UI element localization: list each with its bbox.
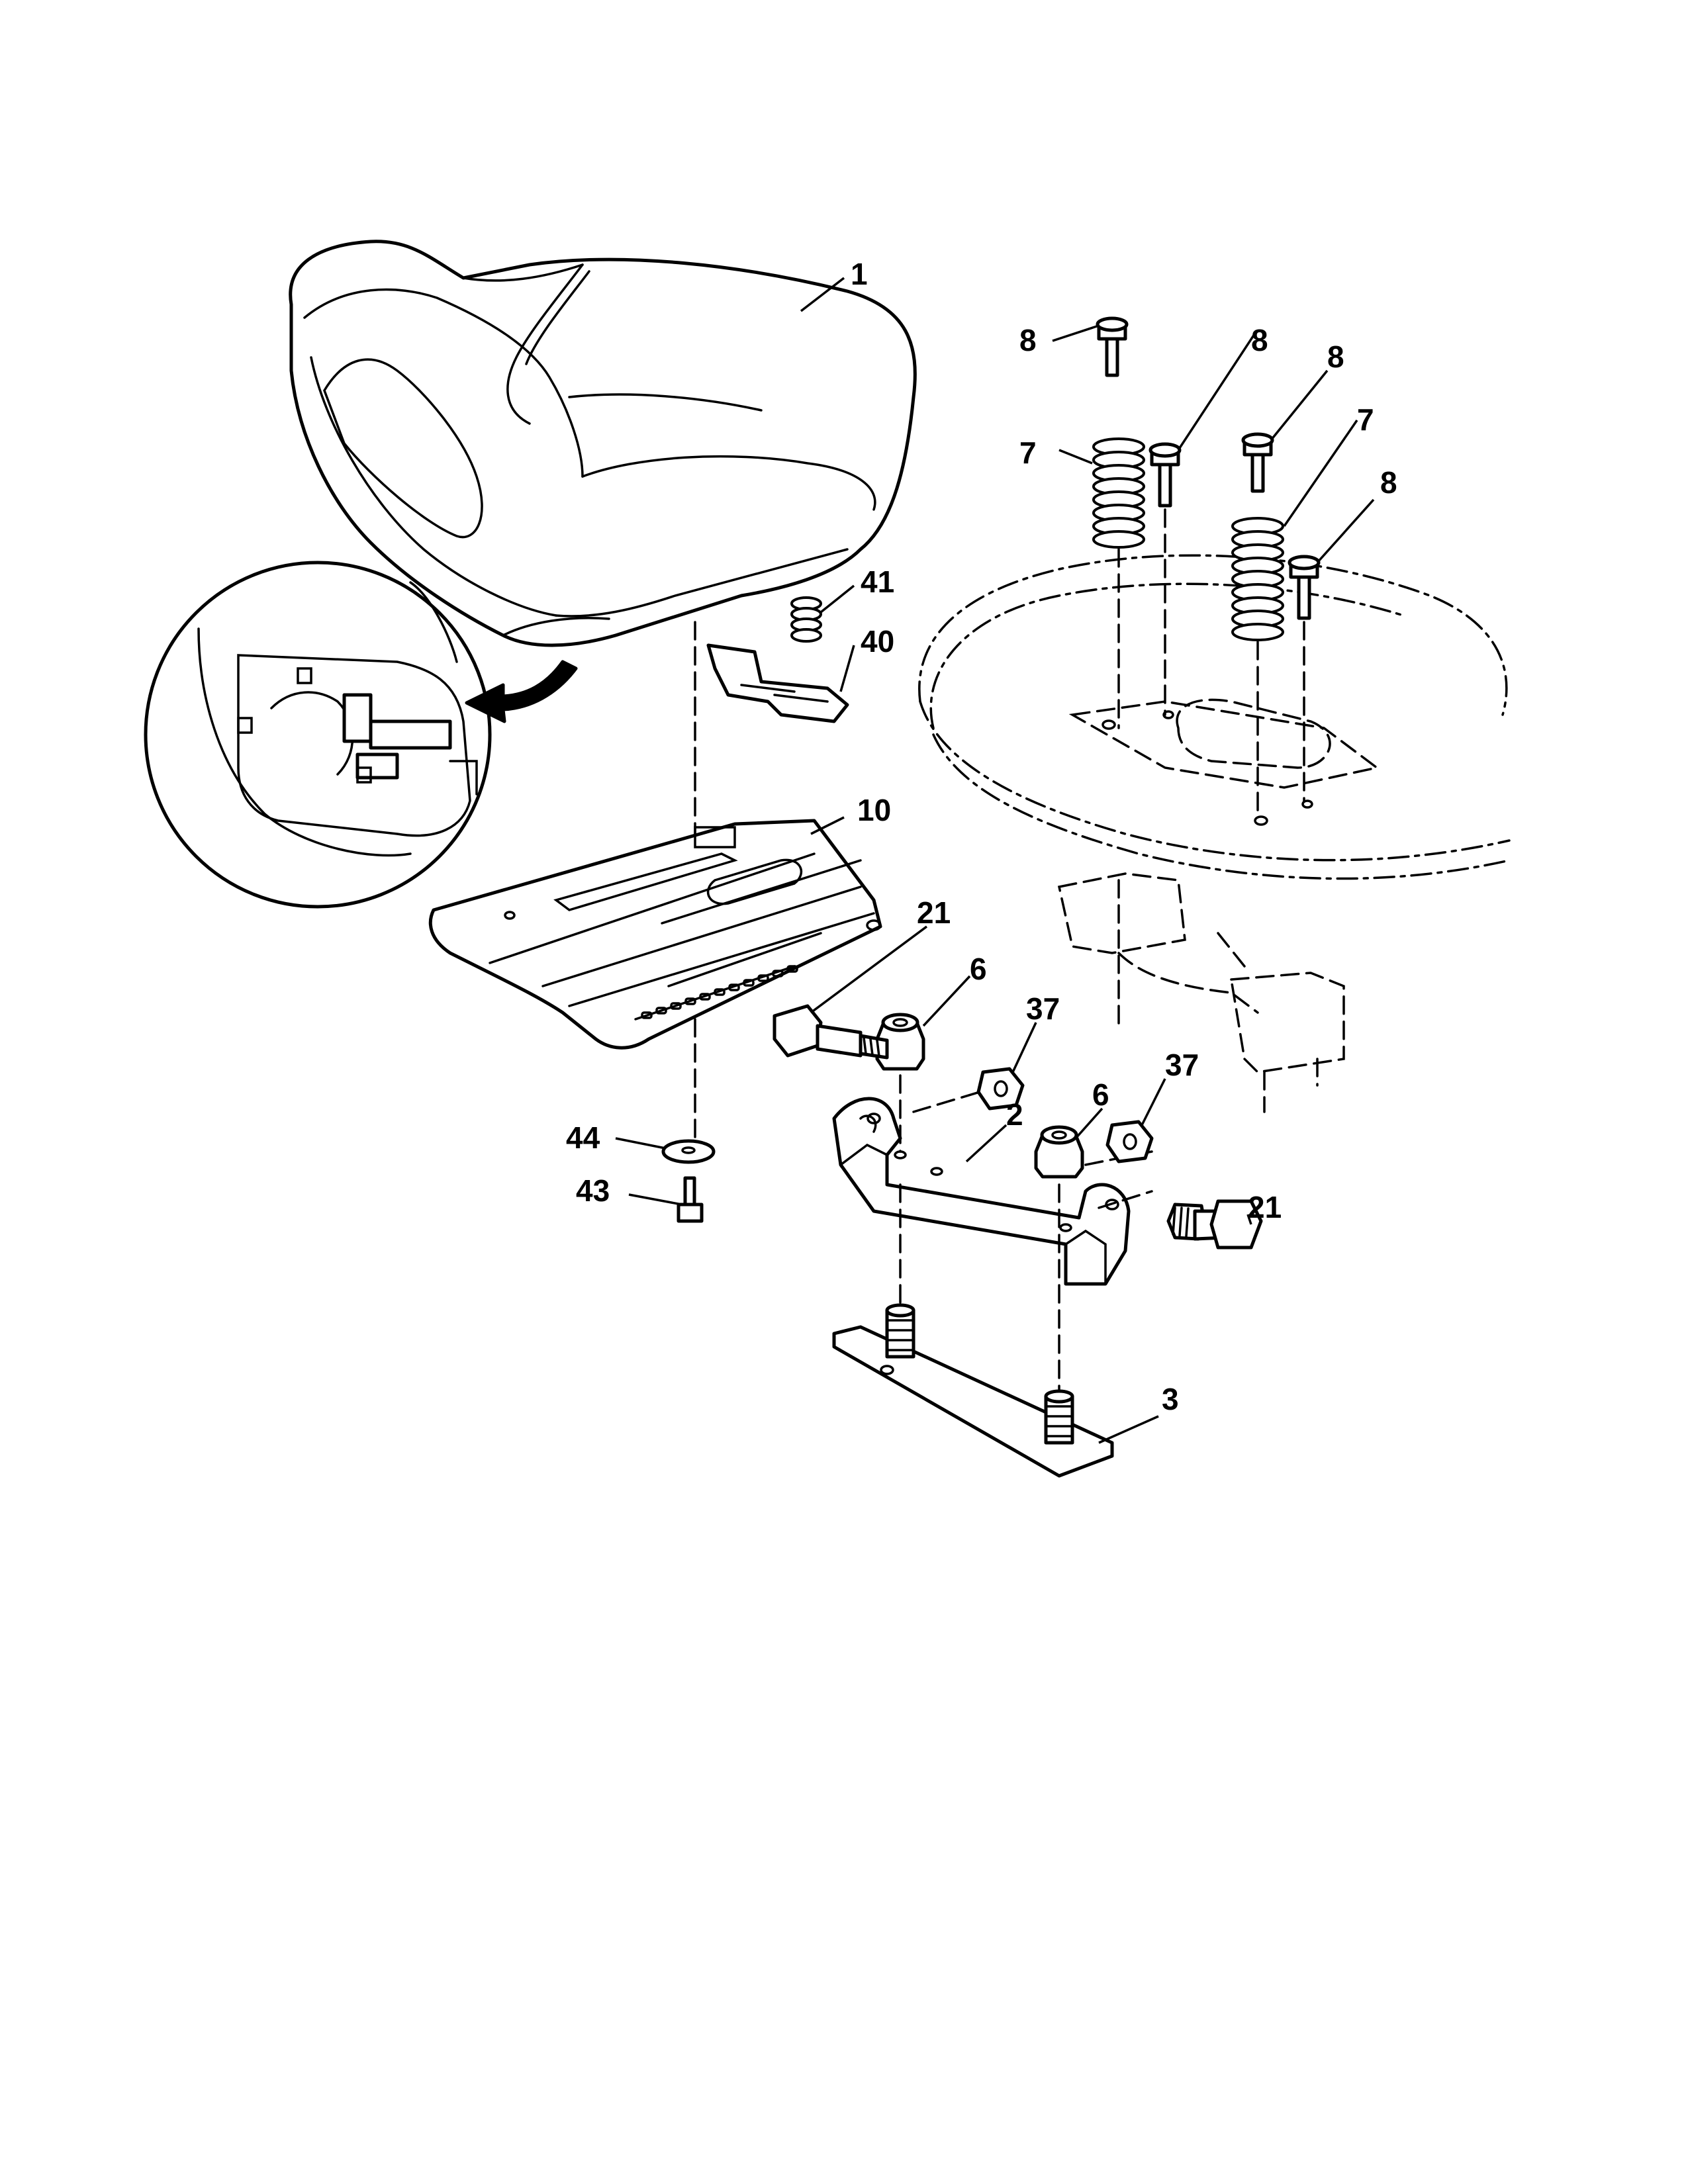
callout-plate: 3 [1162, 1382, 1179, 1416]
axis-shoulder-right [1098, 1190, 1153, 1209]
leader-lines [615, 277, 1375, 1444]
bolt-mid-left [1149, 442, 1182, 508]
latch-detail-inset [144, 561, 492, 909]
seat-pan [428, 819, 882, 1050]
callout-spring-right: 7 [1357, 402, 1374, 437]
tractor-frame-outline [918, 554, 1511, 1113]
callout-labels: 1 8 8 8 8 7 7 41 40 10 21 6 37 6 37 2 21… [566, 257, 1397, 1416]
seat-clip [706, 643, 849, 723]
callout-seat: 1 [851, 257, 868, 291]
bolt-mid-right [1288, 555, 1321, 620]
small-spring [790, 596, 822, 643]
callout-locknut-left: 6 [970, 952, 987, 986]
slot-row [641, 965, 798, 1019]
spring-right [1231, 517, 1284, 641]
seat [289, 240, 917, 647]
screw [677, 1176, 704, 1223]
bolt-top-right [1241, 432, 1274, 493]
callout-clip: 40 [861, 624, 894, 659]
callout-seat-pan: 10 [857, 793, 891, 827]
spring-left [1092, 437, 1145, 549]
mounting-plate [832, 1303, 1114, 1478]
callout-bolt-a: 8 [1019, 323, 1037, 357]
callout-bolt-c: 8 [1327, 340, 1344, 374]
callout-shoulder-bolt-left: 21 [917, 895, 951, 930]
shoulder-bolt-left [773, 1004, 889, 1060]
callout-shoulder-bolt-right: 21 [1248, 1190, 1282, 1224]
nut-left [976, 1067, 1025, 1111]
callout-bolt-d: 8 [1380, 465, 1397, 500]
seat-bracket [832, 1097, 1131, 1286]
nut-right [1105, 1120, 1154, 1163]
callout-spring-left: 7 [1019, 435, 1037, 470]
washer [661, 1139, 716, 1164]
callout-nut-right: 37 [1165, 1048, 1199, 1082]
locknut-right [1034, 1125, 1084, 1179]
shoulder-bolt-right [1166, 1199, 1263, 1250]
callout-spring-small: 41 [861, 565, 894, 599]
callout-washer: 44 [566, 1120, 600, 1155]
axis-nut-left [912, 1091, 981, 1113]
callout-bolt-b: 8 [1251, 323, 1268, 357]
callout-screw: 43 [576, 1173, 610, 1208]
callout-nut-left: 37 [1026, 991, 1060, 1026]
detail-pointer-arrow [465, 660, 578, 723]
callout-bracket: 2 [1006, 1097, 1023, 1132]
bolt-top-left [1096, 316, 1129, 377]
callout-locknut-right: 6 [1092, 1077, 1109, 1112]
